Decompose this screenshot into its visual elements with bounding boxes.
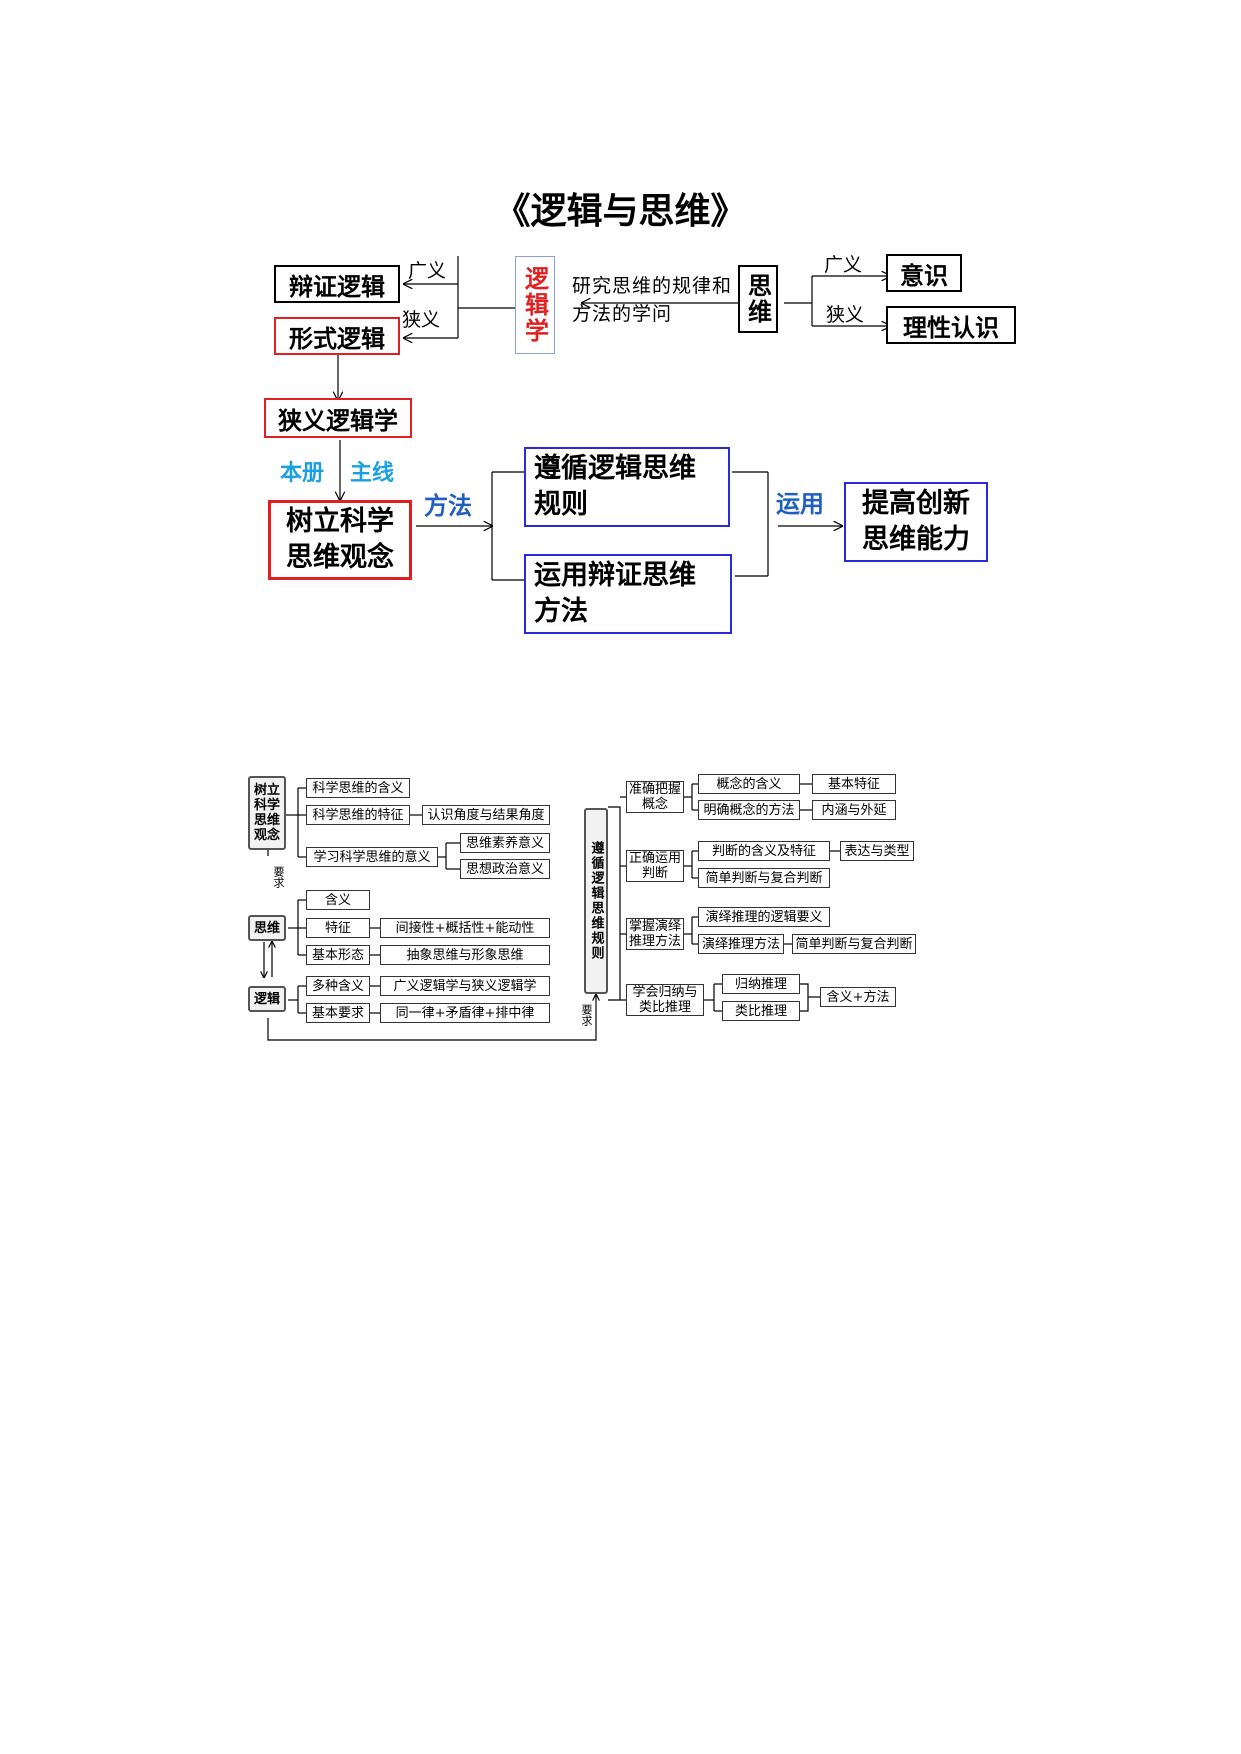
multi-meaning-box: 多种含义 [306, 976, 370, 996]
page-title: 《逻辑与思维》 [494, 191, 747, 232]
political-significance-box: 思想政治意义 [460, 859, 550, 879]
deduction-method-box: 掌握演绎推理方法 [626, 918, 684, 950]
intension-extension-box: 内涵与外延 [812, 800, 896, 820]
clarify-concept-box: 明确概念的方法 [698, 800, 800, 820]
narrow-logic-box: 狭义逻辑学 [264, 398, 412, 438]
basic-form-box: 基本形态 [306, 945, 370, 965]
simple-compound-box: 简单判断与复合判断 [698, 868, 830, 888]
features-sci-thinking-box: 科学思维的特征 [306, 805, 410, 825]
grasp-concept-box: 准确把握概念 [626, 781, 684, 813]
main-line-label-a: 本册 [280, 461, 325, 486]
thinking-box: 思维 [738, 265, 778, 333]
meaning-box: 含义 [306, 890, 370, 910]
deduction-way-box: 演绎推理方法 [698, 934, 784, 954]
formal-logic-box: 形式逻辑 [274, 317, 400, 355]
follow-rules-box: 遵循逻辑思维规则 [524, 447, 730, 527]
meaning-sci-thinking-box: 科学思维的含义 [306, 778, 410, 798]
narrow-sense-left-label: 狭义 [402, 309, 441, 331]
expression-types-box: 表达与类型 [840, 841, 914, 861]
method-label: 方法 [424, 492, 472, 520]
meaning-method-box: 含义+方法 [820, 987, 896, 1007]
apply-label: 运用 [776, 490, 824, 518]
rational-cognition-box: 理性认识 [886, 306, 1016, 344]
scientific-thinking-concept-box: 树立科学思维观念 [268, 500, 412, 580]
feature-box: 特征 [306, 918, 370, 938]
indirectness-box: 间接性+概括性+能动性 [380, 918, 550, 938]
use-judgment-box: 正确运用判断 [626, 850, 684, 882]
broad-sense-left-label: 广义 [408, 260, 447, 282]
require-label-2: 要求 [580, 1004, 593, 1026]
scientific-concept-node: 树立科学思维观念 [248, 776, 286, 850]
three-laws-box: 同一律+矛盾律+排中律 [380, 1003, 550, 1023]
logic-science-box: 逻辑学 [515, 256, 555, 354]
abstract-image-box: 抽象思维与形象思维 [380, 945, 550, 965]
consciousness-box: 意识 [886, 254, 962, 292]
dialectical-method-box: 运用辩证思维方法 [524, 554, 732, 634]
simple-compound-2-box: 简单判断与复合判断 [792, 934, 916, 954]
basic-requirement-box: 基本要求 [306, 1003, 370, 1023]
induction-box: 归纳推理 [722, 974, 800, 994]
judgment-meaning-box: 判断的含义及特征 [698, 841, 830, 861]
learning-significance-box: 学习科学思维的意义 [306, 847, 438, 867]
broad-narrow-logic-box: 广义逻辑学与狭义逻辑学 [380, 976, 550, 996]
logic-node: 逻辑 [248, 986, 286, 1012]
induction-analogy-box: 学会归纳与类比推理 [626, 984, 704, 1016]
thinking-literacy-box: 思维素养意义 [460, 833, 550, 853]
thinking-node: 思维 [248, 915, 286, 941]
deduction-essence-box: 演绎推理的逻辑要义 [698, 907, 830, 927]
improve-creative-box: 提高创新思维能力 [844, 482, 988, 562]
follow-rules-node: 遵循逻辑思维规则 [584, 808, 608, 994]
narrow-sense-right-label: 狭义 [826, 304, 865, 326]
broad-sense-right-label: 广义 [824, 254, 863, 276]
main-line-label-b: 主线 [350, 461, 395, 486]
analogy-box: 类比推理 [722, 1001, 800, 1021]
definition-label: 研究思维的规律和方法的学问 [572, 275, 733, 325]
require-label-1: 要求 [272, 866, 285, 888]
cognition-angle-box: 认识角度与结果角度 [422, 805, 550, 825]
concept-meaning-box: 概念的含义 [698, 774, 800, 794]
basic-features-box: 基本特征 [812, 774, 896, 794]
dialectical-logic-box: 辩证逻辑 [274, 265, 400, 303]
